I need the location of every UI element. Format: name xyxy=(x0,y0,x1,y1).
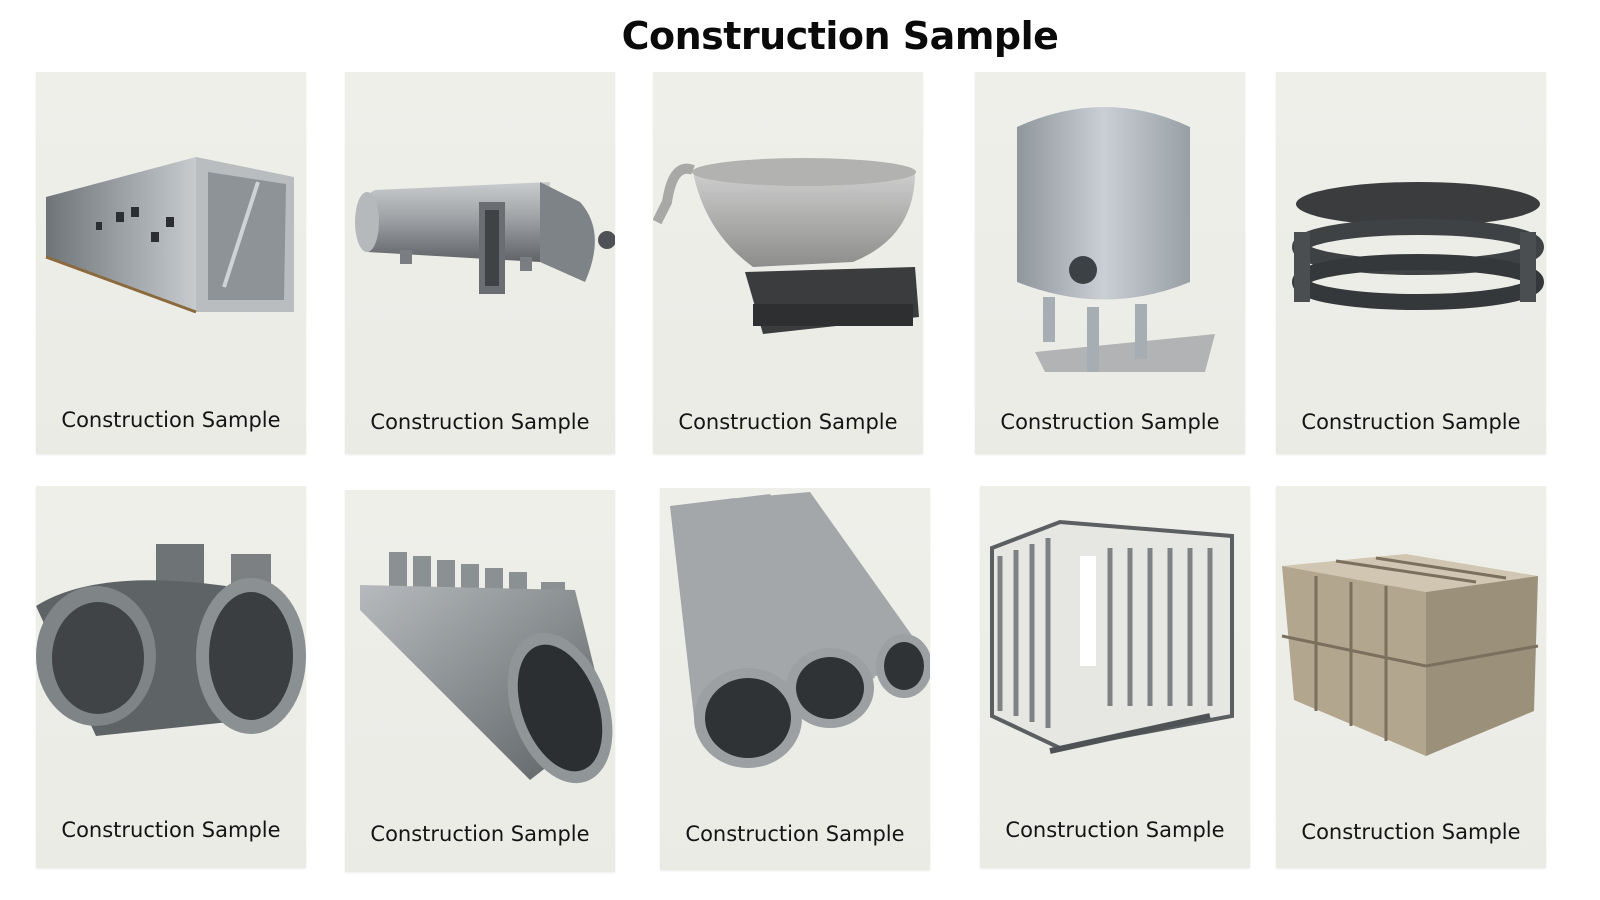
sample-card-caption: Construction Sample xyxy=(1000,410,1220,434)
pipe-fittings-image xyxy=(36,544,306,736)
basin-on-pallet-image xyxy=(653,158,919,334)
sample-card-1[interactable]: Construction Sample xyxy=(36,72,306,454)
sample-card-caption: Construction Sample xyxy=(1005,818,1225,842)
three-pipes-image xyxy=(670,492,930,768)
frame-rack-image xyxy=(990,519,1234,754)
sample-card-caption: Construction Sample xyxy=(1301,820,1521,844)
page-title: Construction Sample xyxy=(621,14,1059,58)
vertical-vessel-image xyxy=(1017,107,1215,372)
sample-card-9[interactable]: Construction Sample xyxy=(980,486,1250,868)
sample-card-10[interactable]: Construction Sample xyxy=(1276,486,1546,868)
sample-card-caption: Construction Sample xyxy=(61,818,281,842)
sample-card-caption: Construction Sample xyxy=(678,410,898,434)
sample-card-2[interactable]: Construction Sample xyxy=(345,72,615,454)
sample-card-caption: Construction Sample xyxy=(370,822,590,846)
manifold-pipe-image xyxy=(360,552,613,784)
sample-card-6[interactable]: Construction Sample xyxy=(36,486,306,868)
sample-card-7[interactable]: Construction Sample xyxy=(345,490,615,872)
duct-enclosure-image xyxy=(45,157,294,314)
sample-card-5[interactable]: Construction Sample xyxy=(1276,72,1546,454)
sample-card-8[interactable]: Construction Sample xyxy=(660,488,930,870)
steel-box-tank-image xyxy=(1281,554,1539,756)
sample-card-caption: Construction Sample xyxy=(685,822,905,846)
coil-pipe-image xyxy=(1292,182,1544,310)
sample-card-caption: Construction Sample xyxy=(1301,410,1521,434)
sample-card-caption: Construction Sample xyxy=(370,410,590,434)
sample-card-4[interactable]: Construction Sample xyxy=(975,72,1245,454)
horizontal-tank-image xyxy=(355,182,615,294)
sample-card-caption: Construction Sample xyxy=(61,408,281,432)
sample-card-3[interactable]: Construction Sample xyxy=(653,72,923,454)
